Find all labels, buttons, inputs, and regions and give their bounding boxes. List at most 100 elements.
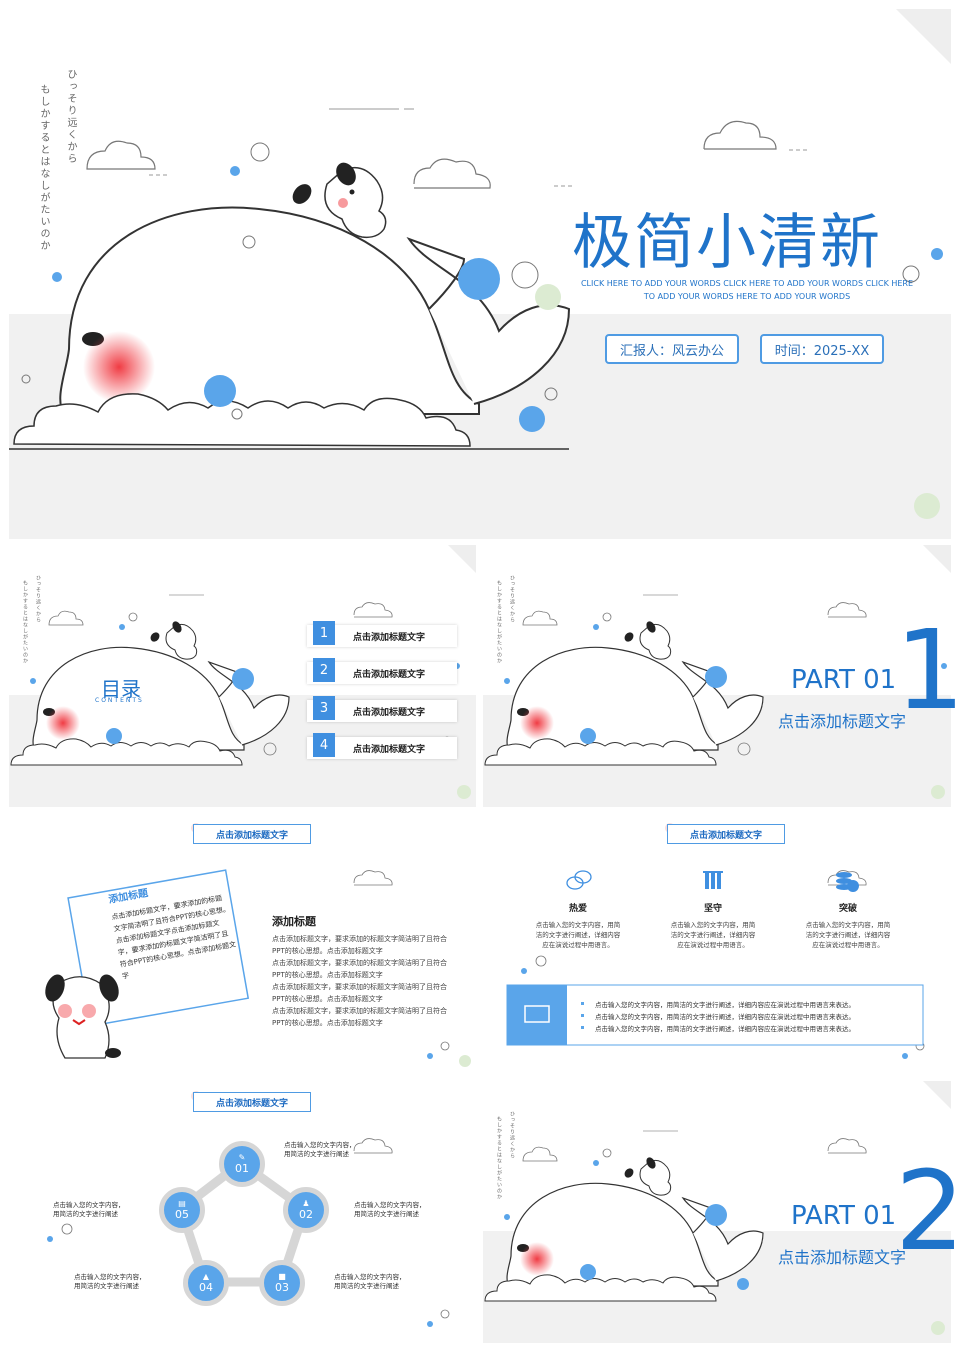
- whale-illustration: [9, 108, 943, 519]
- node-number: 02: [299, 1208, 313, 1221]
- puppy-illustration: [624, 1157, 672, 1196]
- icon-column-3: 突破 点击输入您的文字内容，用简洁的文字进行阐述，详细内容应在演说过程中用语言。: [803, 901, 893, 950]
- certificate-icon: [524, 1005, 550, 1023]
- page-corner: [896, 9, 951, 64]
- whale-illustration: [10, 594, 471, 799]
- time-button[interactable]: 时间：2025-XX: [760, 334, 884, 364]
- toc-label: 点击添加标题文字: [353, 632, 426, 643]
- cycle-text-03: 点击输入您的文字内容，用简洁的文字进行阐述: [334, 1273, 406, 1290]
- growth-icon: ▲: [202, 1272, 210, 1281]
- cycle-node-05[interactable]: ▤ 05: [159, 1187, 205, 1233]
- page-corner: [923, 545, 951, 573]
- toc-label: 点击添加标题文字: [353, 669, 426, 680]
- column-title: 突破: [838, 904, 857, 914]
- vertical-japanese-text: もしかするとはなしがたいのか: [22, 580, 28, 664]
- vertical-japanese-text: ひっそり远くから: [35, 575, 41, 623]
- slide-cover[interactable]: ひっそり远くから もしかするとはなしがたいのか: [9, 9, 951, 539]
- part-title: PART 01: [791, 1201, 897, 1231]
- bullet-list: 点击输入您的文字内容，用简洁的文字进行阐述，详细内容应在演说过程中用语言来表达。…: [595, 999, 915, 1035]
- page-corner: [448, 545, 476, 573]
- chat-bubbles-icon: [566, 870, 592, 890]
- toc-item-2[interactable]: 2 点击添加标题文字: [307, 658, 457, 684]
- cover-subtitle-line1: CLICK HERE TO ADD YOUR WORDS CLICK HERE …: [580, 279, 914, 288]
- paragraph-line: PPT的核心思想。点击添加标题文字: [272, 971, 383, 979]
- reporter-button[interactable]: 汇报人：风云办公: [605, 334, 739, 364]
- part-big-number: 1: [895, 606, 965, 734]
- section-tag: 点击添加标题文字: [193, 1092, 311, 1112]
- slide-part-1[interactable]: ひっそり远くから もしかするとはなしがたいのか PART 01 点击添加标题文字…: [483, 545, 965, 807]
- icon-column-1: 热爱 点击输入您的文字内容，用简洁的文字进行阐述，详细内容应在演说过程中用语言。: [533, 901, 623, 950]
- column-desc: 点击输入您的文字内容，用简洁的文字进行阐述，详细内容应在演说过程中用语言。: [805, 921, 891, 949]
- text-paragraphs: 点击添加标题文字，要求添加的标题文字简洁明了且符合 PPT的核心思想。点击添加标…: [272, 933, 462, 1029]
- paragraph-line: PPT的核心思想。点击添加标题文字: [272, 1019, 383, 1027]
- gift-icon: ■: [278, 1272, 286, 1281]
- page-corner: [923, 1081, 951, 1109]
- paragraph-line: 点击添加标题文字，要求添加的标题文字简洁明了且符合: [272, 935, 447, 943]
- section-tag: 点击添加标题文字: [193, 824, 311, 844]
- bullet-item: 点击输入您的文字内容，用简洁的文字进行阐述，详细内容应在演说过程中用语言来表达。: [595, 1001, 855, 1009]
- cloud-icon: [86, 120, 777, 189]
- toc-label: 点击添加标题文字: [353, 744, 426, 755]
- toc-item-1[interactable]: 1 点击添加标题文字: [307, 621, 457, 647]
- puppy-illustration: [150, 621, 198, 660]
- cycle-node-03[interactable]: ■ 03: [259, 1260, 305, 1306]
- vertical-japanese-text: もしかするとはなしがたいのか: [38, 84, 49, 252]
- puppy-illustration: [292, 162, 387, 239]
- people-icon: ♟: [302, 1199, 310, 1208]
- part-big-number: 2: [895, 1147, 965, 1275]
- column-desc: 点击输入您的文字内容，用简洁的文字进行阐述，详细内容应在演说过程中用语言。: [670, 921, 756, 949]
- bullet-item: 点击输入您的文字内容，用简洁的文字进行阐述，详细内容应在演说过程中用语言来表达。: [595, 1025, 855, 1033]
- decorations: [506, 823, 925, 1059]
- toc-item-4[interactable]: 4 点击添加标题文字: [307, 733, 457, 759]
- bubbles: [52, 166, 943, 432]
- vertical-japanese-text: ひっそり远くから: [509, 1111, 515, 1159]
- part-subtitle: 点击添加标题文字: [778, 1248, 907, 1267]
- vertical-japanese-text: ひっそり远くから: [65, 69, 76, 165]
- vertical-japanese-text: もしかするとはなしがたいのか: [496, 580, 502, 664]
- puppy-illustration: [624, 621, 672, 660]
- toc-number: 3: [313, 696, 335, 720]
- section-tag: 点击添加标题文字: [667, 824, 785, 844]
- toc-number: 4: [313, 733, 335, 757]
- paragraph-line: 点击添加标题文字，要求添加的标题文字简洁明了且符合: [272, 983, 447, 991]
- whale-illustration: [484, 1130, 945, 1335]
- node-number: 01: [235, 1162, 249, 1175]
- cycle-text-05: 点击输入您的文字内容，用简洁的文字进行阐述: [53, 1201, 125, 1218]
- column-desc: 点击输入您的文字内容，用简洁的文字进行阐述，详细内容应在演说过程中用语言。: [535, 921, 621, 949]
- chart-icon: ▤: [178, 1199, 186, 1208]
- puppy-illustration: [45, 974, 121, 1059]
- cycle-text-04: 点击输入您的文字内容，用简洁的文字进行阐述: [74, 1273, 146, 1290]
- cover-title: 极简小清新: [572, 208, 882, 278]
- toc-number: 2: [313, 658, 335, 682]
- cycle-text-02: 点击输入您的文字内容，用简洁的文字进行阐述: [354, 1201, 426, 1218]
- cycle-node-02[interactable]: ♟ 02: [283, 1187, 329, 1233]
- vertical-japanese-text: もしかするとはなしがたいのか: [496, 1116, 502, 1200]
- column-title: 坚守: [703, 904, 722, 914]
- paragraph-line: PPT的核心思想。点击添加标题文字: [272, 947, 383, 955]
- paragraph-line: 点击添加标题文字，要求添加的标题文字简洁明了且符合: [272, 1007, 447, 1015]
- toc-subtitle: CONTENTS: [95, 697, 144, 704]
- toc-label: 点击添加标题文字: [353, 707, 426, 718]
- part-subtitle: 点击添加标题文字: [778, 712, 907, 731]
- cover-subtitle-line2: TO ADD YOUR WORDS HERE TO ADD YOUR WORDS: [643, 292, 851, 301]
- paragraph-line: 点击添加标题文字，要求添加的标题文字简洁明了且符合: [272, 959, 447, 967]
- cycle-text-01: 点击输入您的文字内容，用简洁的文字进行阐述: [284, 1141, 356, 1158]
- slide-part-2[interactable]: ひっそり远くから もしかするとはなしがたいのか PART 01 点击添加标题文字…: [483, 1081, 965, 1343]
- cycle-node-04[interactable]: ▲ 04: [183, 1260, 229, 1306]
- books-icon: [703, 871, 723, 889]
- whale-illustration: [484, 594, 947, 799]
- cycle-node-01[interactable]: ✎ 01: [219, 1141, 265, 1187]
- column-title: 热爱: [568, 904, 587, 914]
- toc-title: 目录: [101, 677, 141, 701]
- bullet-item: 点击输入您的文字内容，用简洁的文字进行阐述，详细内容应在演说过程中用语言来表达。: [595, 1013, 855, 1021]
- slide-toc[interactable]: ひっそり远くから もしかするとはなしがたいのか 目录 CONTENTS 1 点击…: [9, 545, 476, 807]
- text-heading: 添加标题: [272, 915, 316, 928]
- slide-text-card[interactable]: 点击添加标题文字 添加标题 点击添加标题文字，要求添加的标题文字简洁明了且符合 P…: [9, 813, 476, 1075]
- node-number: 04: [199, 1281, 213, 1294]
- slide-icon-columns[interactable]: 点击添加标题文字 热爱 点击输入您的文字内容，用简洁的文字进行阐述，详细内容应在…: [483, 813, 951, 1075]
- node-number: 03: [275, 1281, 289, 1294]
- slide-cycle[interactable]: 点击添加标题文字 ✎ 01 ♟ 02 ■ 03 ▲ 04 ▤ 05 点击输入您的…: [9, 1081, 476, 1343]
- toc-number: 1: [313, 621, 335, 645]
- node-number: 05: [175, 1208, 189, 1221]
- toc-item-3[interactable]: 3 点击添加标题文字: [307, 696, 457, 722]
